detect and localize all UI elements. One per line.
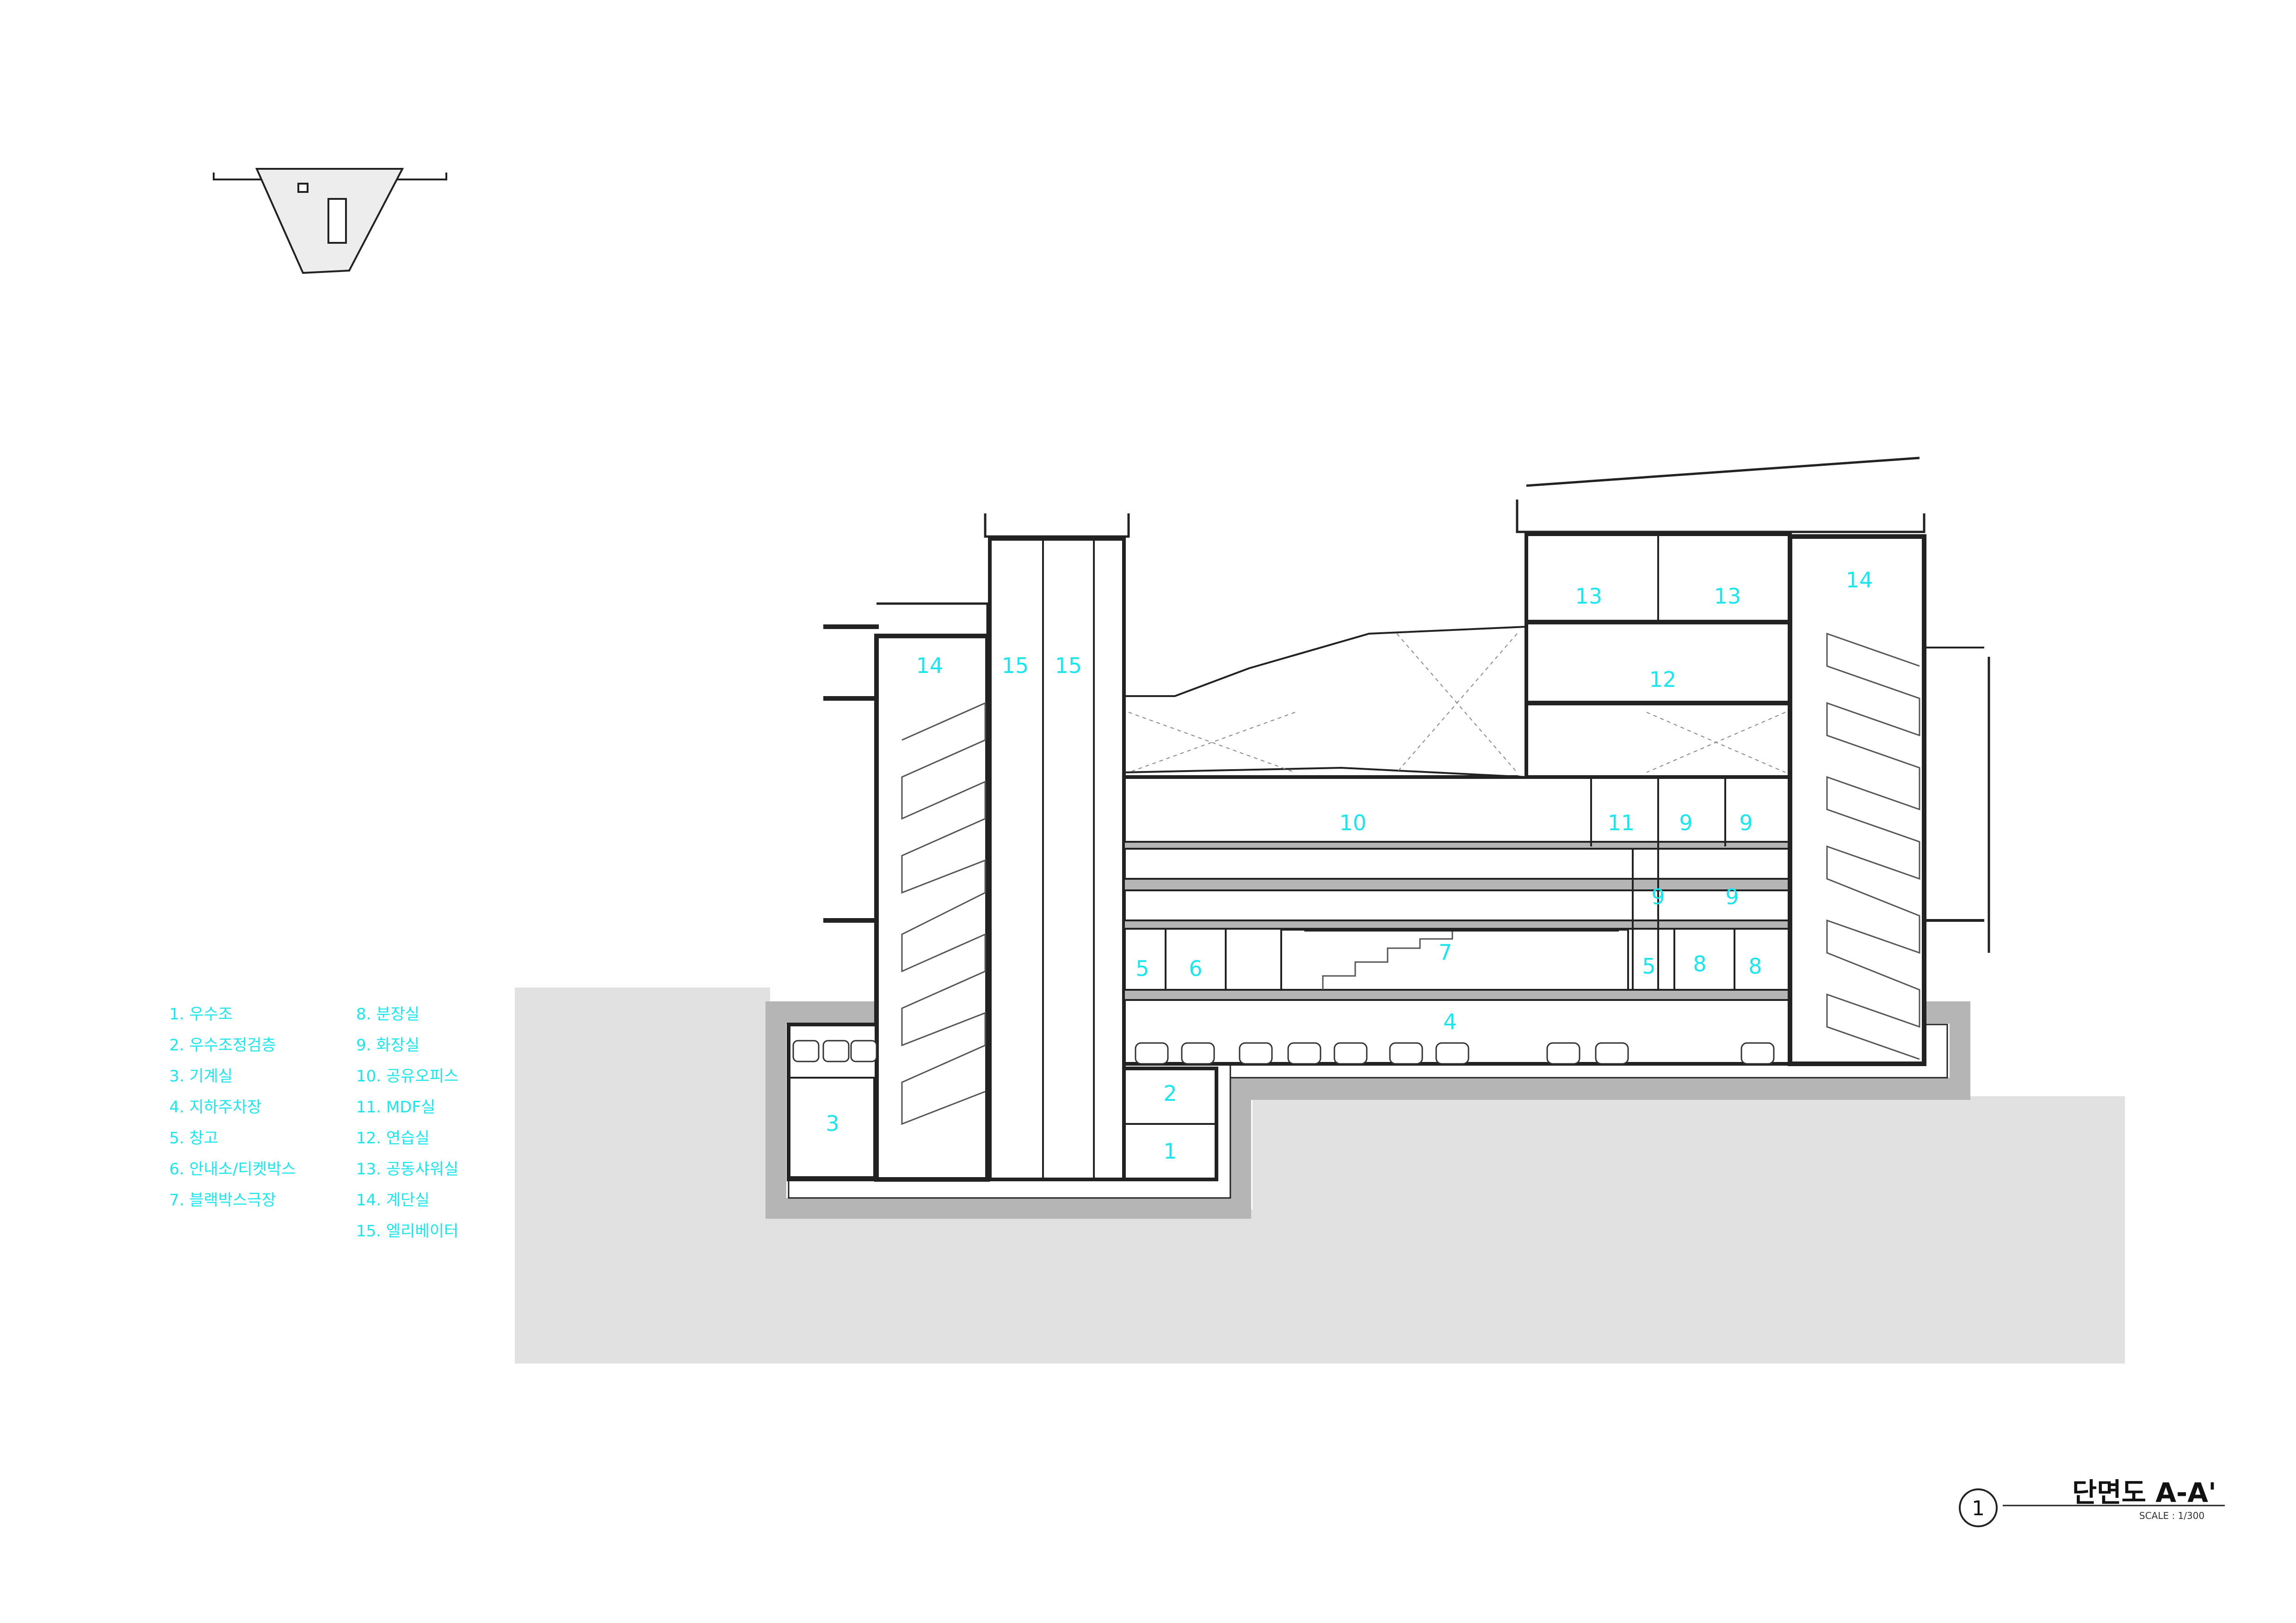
legend-item: 10. 공유오피스 bbox=[356, 1067, 459, 1086]
legend-item: 15. 엘리베이터 bbox=[356, 1222, 459, 1240]
room-label: 12 bbox=[1649, 667, 1677, 692]
room-label: 13 bbox=[1575, 584, 1603, 609]
room-label: 1 bbox=[1163, 1139, 1177, 1164]
room-label: 9 bbox=[1679, 810, 1692, 835]
legend-column-1: 1. 우수조 2. 우수조정검층 3. 기계실 4. 지하주차장 5. 창고 6… bbox=[169, 999, 296, 1216]
room-label: 3 bbox=[826, 1111, 839, 1136]
room-labels: 1 2 3 4 5 5 6 7 8 8 9 9 9 9 10 11 12 13 … bbox=[826, 568, 1873, 1164]
legend-item: 6. 안내소/티켓박스 bbox=[169, 1160, 296, 1179]
title-block: 1 bbox=[1959, 1488, 2225, 1527]
legend-column-2: 8. 분장실 9. 화장실 10. 공유오피스 11. MDF실 12. 연습실… bbox=[356, 999, 458, 1247]
legend-item: 5. 창고 bbox=[169, 1129, 218, 1148]
room-label: 8 bbox=[1748, 954, 1762, 979]
room-label: 6 bbox=[1189, 956, 1202, 981]
legend-item: 7. 블랙박스극장 bbox=[169, 1191, 276, 1210]
key-plan bbox=[213, 168, 447, 274]
left-stairs bbox=[901, 702, 986, 1125]
room-label: 15 bbox=[1002, 653, 1029, 678]
parked-cars bbox=[792, 1040, 1775, 1065]
room-label: 5 bbox=[1642, 954, 1655, 979]
room-label: 11 bbox=[1608, 810, 1635, 835]
dashed-bracing bbox=[1128, 633, 1786, 773]
right-stairs bbox=[1826, 632, 1920, 1060]
room-label: 13 bbox=[1714, 584, 1741, 609]
ground-mass bbox=[515, 987, 2125, 1364]
room-label: 9 bbox=[1739, 810, 1753, 835]
building-frame bbox=[787, 532, 1926, 1182]
room-label: 7 bbox=[1438, 940, 1452, 965]
parapets bbox=[823, 457, 1990, 953]
drawing-title: 단면도 A-A' bbox=[2072, 1477, 2216, 1508]
drawing-number-circle bbox=[1959, 1488, 1998, 1527]
legend-item: 13. 공동샤워실 bbox=[356, 1160, 459, 1179]
room-label: 15 bbox=[1055, 653, 1082, 678]
legend-item: 1. 우수조 bbox=[169, 1005, 233, 1024]
room-label: 14 bbox=[1846, 568, 1873, 592]
legend-item: 11. MDF실 bbox=[356, 1098, 436, 1117]
legend-item: 3. 기계실 bbox=[169, 1067, 233, 1086]
scale-note: SCALE : 1/300 bbox=[2139, 1510, 2205, 1521]
legend-item: 4. 지하주차장 bbox=[169, 1098, 262, 1117]
legend-item: 12. 연습실 bbox=[356, 1129, 430, 1148]
room-label: 2 bbox=[1163, 1081, 1177, 1106]
room-label: 9 bbox=[1725, 884, 1739, 909]
drawing-number: 1 bbox=[1972, 1497, 1985, 1520]
legend-item: 8. 분장실 bbox=[356, 1005, 420, 1024]
room-label: 10 bbox=[1339, 810, 1367, 835]
room-label: 5 bbox=[1136, 956, 1149, 981]
ground-slope bbox=[1253, 1096, 1323, 1210]
legend-item: 2. 우수조정검층 bbox=[169, 1036, 276, 1055]
legend-item: 9. 화장실 bbox=[356, 1036, 420, 1055]
room-label: 14 bbox=[916, 653, 944, 678]
legend-item: 14. 계단실 bbox=[356, 1191, 430, 1210]
room-label: 8 bbox=[1693, 951, 1706, 976]
room-label: 9 bbox=[1651, 884, 1665, 909]
room-label: 4 bbox=[1443, 1009, 1457, 1034]
theatre-seating bbox=[1304, 928, 1619, 990]
